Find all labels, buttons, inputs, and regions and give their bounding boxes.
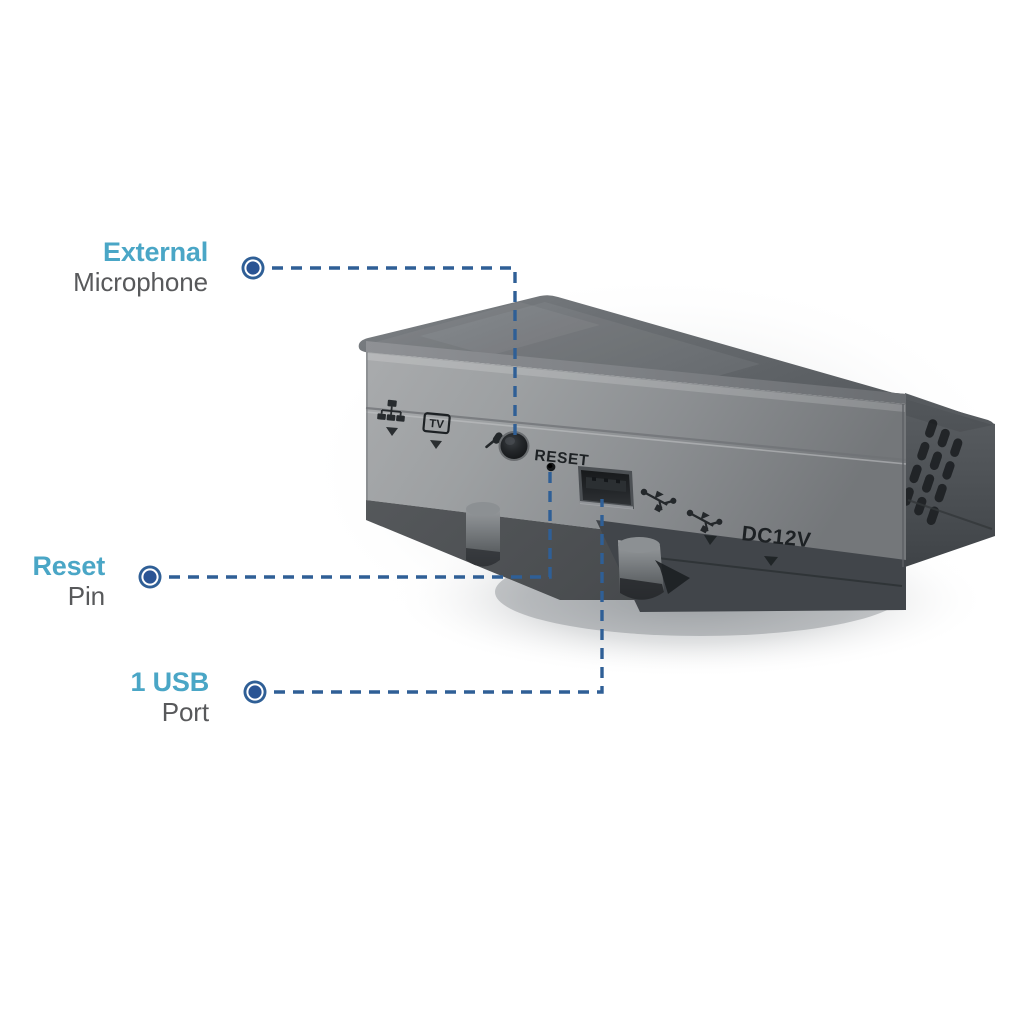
callout-subtitle-usb-port: Port bbox=[161, 696, 209, 727]
usb2-down-arrow bbox=[704, 535, 717, 545]
usb-icon-1 bbox=[640, 488, 677, 513]
dc12v-down-arrow bbox=[764, 556, 778, 566]
callout-reset-pin: Reset Pin bbox=[0, 552, 105, 610]
svg-text:RESET: RESET bbox=[534, 447, 590, 470]
callout-title-usb-port: 1 USB bbox=[130, 667, 209, 697]
callout-title-external-microphone: External bbox=[103, 237, 208, 267]
callout-title-reset-pin: Reset bbox=[32, 551, 105, 581]
tv-icon-label: TV bbox=[429, 418, 445, 431]
lower-band-seam bbox=[639, 555, 903, 587]
device-foot-right bbox=[618, 537, 690, 600]
reset-pinhole bbox=[546, 462, 556, 472]
microphone-jack bbox=[498, 431, 530, 461]
reset-label: RESET bbox=[534, 447, 590, 470]
chassis-top-plate bbox=[366, 296, 993, 425]
usb-icon-2 bbox=[686, 509, 723, 534]
usb-a-port bbox=[578, 466, 634, 510]
callout-subtitle-external-microphone: Microphone bbox=[73, 266, 208, 297]
device-foot-left bbox=[466, 502, 500, 567]
callout-external-microphone: External Microphone bbox=[0, 238, 208, 296]
callout-usb-port: 1 USB Port bbox=[0, 668, 209, 726]
side-seam bbox=[907, 499, 993, 530]
callout-subtitle-reset-pin: Pin bbox=[67, 580, 105, 611]
